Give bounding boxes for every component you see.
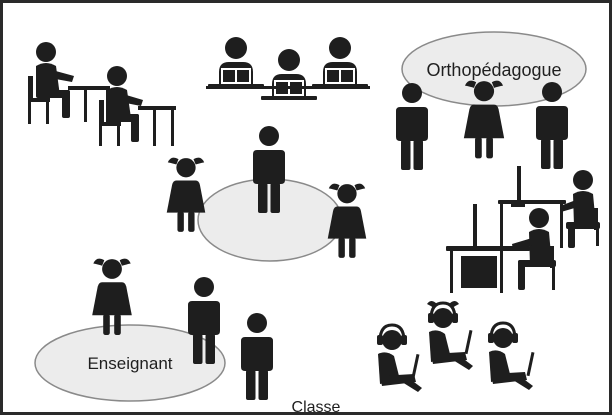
headphones-laptop-icon	[377, 301, 535, 392]
computer-station-icon	[446, 166, 600, 293]
center-ellipse	[197, 178, 343, 262]
child-icon	[92, 258, 132, 335]
reading-group-icon	[206, 37, 370, 100]
room-label: Classe	[292, 399, 341, 415]
adult-icon	[241, 313, 273, 400]
student-desk-icon	[28, 42, 176, 146]
teacher-label: Enseignant	[87, 354, 172, 373]
ortho-label: Orthopédagogue	[426, 60, 561, 80]
child-icon	[327, 183, 367, 258]
teacher-ellipse	[34, 324, 226, 402]
adult-icon	[396, 83, 428, 170]
